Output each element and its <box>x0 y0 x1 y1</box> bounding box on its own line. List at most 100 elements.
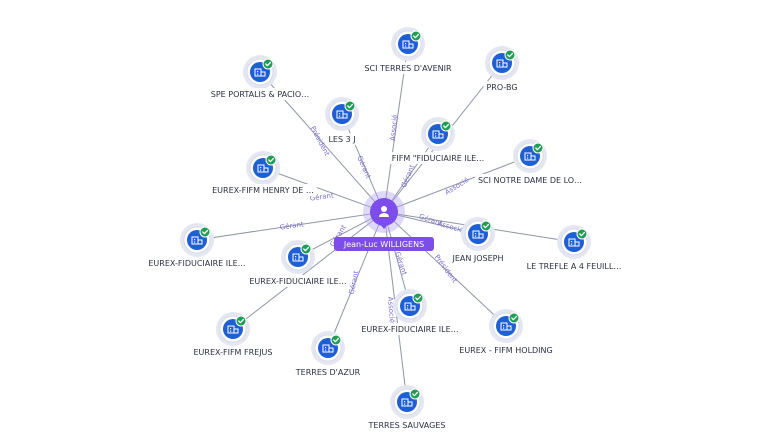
company-node-terres-sauvages[interactable]: TERRES SAUVAGES <box>365 385 449 431</box>
building-glyph-annex <box>342 113 348 119</box>
node-label-bg <box>358 323 462 335</box>
node-label-bg <box>523 260 625 272</box>
company-node-eurex-fiduciaire-ile[interactable]: EUREX-FIDUCIAIRE ILE… <box>145 223 249 269</box>
building-window <box>257 71 259 73</box>
building-glyph-annex <box>438 133 444 139</box>
building-window <box>339 115 341 117</box>
edge-3 <box>341 113 385 213</box>
edge-12 <box>383 211 507 327</box>
company-label: FIFM "FIDUCIAIRE ILE… <box>392 154 484 163</box>
building-window <box>499 64 501 66</box>
building-window <box>405 43 407 45</box>
company-node-pro-bg[interactable]: PRO-BG <box>483 46 521 93</box>
node-label-bg <box>449 252 507 264</box>
check-mark <box>303 246 310 252</box>
check-badge-icon <box>262 58 274 70</box>
edge-label-5: Associé <box>444 176 471 197</box>
building-glyph-annex <box>407 401 413 407</box>
edge-label-7: Gérant <box>279 220 304 231</box>
building-window <box>435 135 437 137</box>
edge-7 <box>196 211 385 241</box>
company-node-les-3-j[interactable]: LES 3 J <box>325 97 359 145</box>
node-label-bg <box>388 152 488 164</box>
building-glyph-annex <box>502 62 508 68</box>
building-window <box>257 73 259 75</box>
edge-label-3: Gérant <box>355 155 372 180</box>
center-person-node[interactable]: Jean-Luc WILLIGENS <box>334 191 434 251</box>
company-node-eurex-fiduciaire-ile[interactable]: EUREX-FIDUCIAIRE ILE… <box>246 240 350 287</box>
building-window <box>295 256 297 258</box>
node-label-bg <box>474 174 586 186</box>
company-node-fifm-fiduciaire-ile[interactable]: FIFM "FIDUCIAIRE ILE… <box>388 117 488 164</box>
company-node-jean-joseph[interactable]: JEAN JOSEPH <box>449 217 507 264</box>
edge-label-9: Associé <box>437 220 465 235</box>
node-label-bg <box>325 133 359 145</box>
edge-label-15: Associé <box>386 296 396 323</box>
person-body <box>379 213 389 217</box>
company-label: EUREX - FIFM HOLDING <box>459 346 552 355</box>
node-label-bg <box>456 344 556 356</box>
company-label: SCI NOTRE DAME DE LO… <box>478 176 582 185</box>
building-window <box>503 325 505 327</box>
company-label: EUREX-FIDUCIAIRE ILE… <box>361 325 458 334</box>
building-glyph-annex <box>328 347 334 353</box>
edge-label-11: Gérant <box>393 251 408 277</box>
building-glyph-annex <box>233 328 239 334</box>
building-window <box>407 307 409 309</box>
company-node-eurex-fiduciaire-ile[interactable]: EUREX-FIDUCIAIRE ILE… <box>358 289 462 335</box>
building-window <box>295 258 297 260</box>
building-window <box>194 241 196 243</box>
company-label: EUREX-FIFM FREJUS <box>193 348 272 357</box>
check-mark <box>579 231 586 237</box>
node-label-bg <box>365 419 449 431</box>
company-label: SCI TERRES D'AVENIR <box>364 64 451 73</box>
node-label-bg <box>145 257 249 269</box>
building-window <box>503 327 505 329</box>
edge-5 <box>383 155 531 213</box>
node-label-bg <box>483 81 521 93</box>
building-window <box>571 243 573 245</box>
building-window <box>405 45 407 47</box>
building-window <box>260 167 262 169</box>
check-mark <box>202 229 209 235</box>
check-badge-icon <box>576 228 588 240</box>
check-badge-icon <box>235 315 247 327</box>
building-glyph-annex <box>530 155 536 161</box>
company-node-eurex-fifm-frejus[interactable]: EUREX-FIFM FREJUS <box>190 312 276 358</box>
company-label: LES 3 J <box>328 135 355 144</box>
building-glyph-annex <box>478 233 484 239</box>
building-glyph-annex <box>506 325 512 331</box>
company-node-sci-terres-d-avenir[interactable]: SCI TERRES D'AVENIR <box>361 27 455 74</box>
company-label: TERRES D'AZUR <box>295 368 361 377</box>
company-node-eurex-fifm-henry-de[interactable]: EUREX-FIFM HENRY DE … <box>209 151 317 196</box>
building-window <box>407 305 409 307</box>
building-window <box>339 113 341 115</box>
check-badge-icon <box>300 243 312 255</box>
building-window <box>230 330 232 332</box>
company-node-eurex-fifm-holding[interactable]: EUREX - FIFM HOLDING <box>456 309 556 356</box>
company-node-le-trefle-a-4-feuill[interactable]: LE TREFLE A 4 FEUILL… <box>523 225 625 272</box>
node-layer: SCI TERRES D'AVENIR PRO-BG SPE PORTALIS & … <box>145 27 625 431</box>
edge-6 <box>262 167 385 213</box>
check-mark <box>443 123 450 129</box>
check-mark <box>412 391 419 397</box>
node-label-bg <box>361 62 455 74</box>
company-node-terres-d-azur[interactable]: TERRES D'AZUR <box>292 331 364 378</box>
check-badge-icon <box>508 312 520 324</box>
company-node-sci-notre-dame-de-lo[interactable]: SCI NOTRE DAME DE LO… <box>474 139 586 186</box>
check-mark <box>347 103 354 109</box>
building-window <box>325 347 327 349</box>
edge-13 <box>232 211 385 330</box>
building-glyph-annex <box>574 241 580 247</box>
check-mark <box>415 295 422 301</box>
building-window <box>499 62 501 64</box>
building-glyph-annex <box>408 43 414 49</box>
building-glyph-annex <box>410 305 416 311</box>
company-node-spe-portalis-pacio[interactable]: SPE PORTALIS & PACIO… <box>207 55 313 100</box>
check-badge-icon <box>344 100 356 112</box>
check-badge-icon <box>409 388 421 400</box>
company-label: LE TREFLE A 4 FEUILL… <box>527 262 622 271</box>
edge-label-6: Gérant <box>309 191 334 202</box>
